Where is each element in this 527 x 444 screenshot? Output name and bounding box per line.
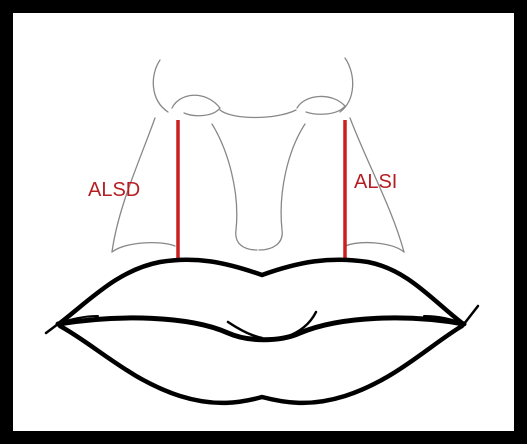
nose-outline: [112, 58, 404, 252]
upper-lip-outline: [60, 260, 462, 323]
mouth-line: [58, 318, 464, 340]
alsd-label: ALSD: [88, 179, 140, 201]
measurement-lines: [178, 120, 345, 262]
alsi-label: ALSI: [354, 171, 397, 193]
lips: [46, 260, 478, 403]
